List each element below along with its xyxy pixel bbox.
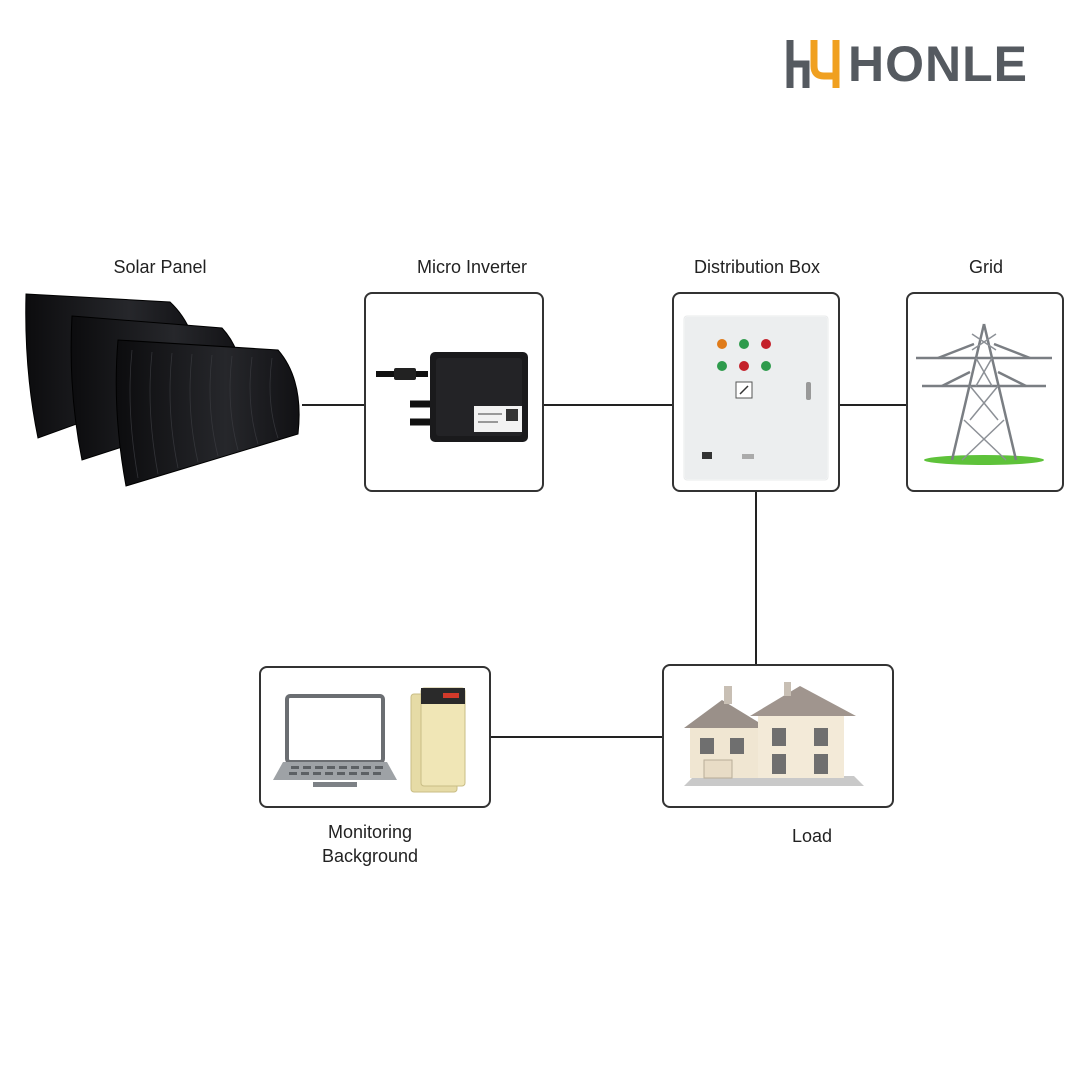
load-label: Load xyxy=(791,826,833,846)
solar-panel-sheet xyxy=(25,293,300,487)
grid-label: Grid xyxy=(968,257,1003,277)
laptop-icon xyxy=(273,687,466,793)
brand-logo-icon xyxy=(786,40,840,88)
house-icon xyxy=(684,682,864,786)
grid-box[interactable] xyxy=(906,292,1064,492)
monitoring-box[interactable] xyxy=(259,666,491,808)
distribution-box-icon xyxy=(683,315,829,481)
brand-name: HONLE xyxy=(848,36,1028,92)
distribution-box-label: Distribution Box xyxy=(693,257,821,277)
micro-inverter-icon xyxy=(376,352,528,442)
micro-inverter-box[interactable] xyxy=(364,292,544,492)
monitoring-label: Monitoring Background xyxy=(321,822,419,867)
micro-inverter-label: Micro Inverter xyxy=(416,257,528,277)
brand-logo: HONLE xyxy=(784,34,1054,94)
distribution-box-box[interactable] xyxy=(672,292,840,492)
solar-panel-icon xyxy=(25,293,300,487)
load-box[interactable] xyxy=(662,664,894,808)
solar-panel-label: Solar Panel xyxy=(113,257,207,277)
transmission-tower-icon xyxy=(916,323,1052,465)
